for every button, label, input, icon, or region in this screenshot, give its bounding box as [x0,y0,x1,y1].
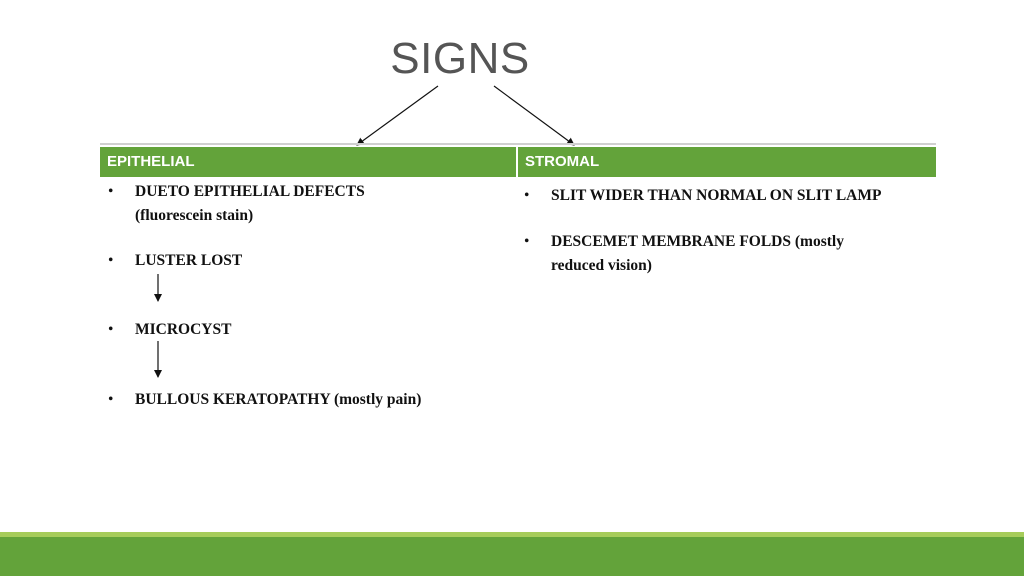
list-item: • LUSTER LOST [108,249,242,273]
arrow-to-stromal [493,85,575,146]
bullet-icon: • [108,183,114,200]
list-item-text: LUSTER LOST [135,252,243,269]
list-item: • MICROCYST [108,318,231,342]
footer-accent-line [0,532,1024,537]
list-item-text: SLIT WIDER THAN NORMAL ON SLIT LAMP [551,187,882,204]
bullet-icon: • [524,187,530,204]
header-epithelial: EPITHELIAL [100,147,516,177]
bullet-icon: • [108,391,114,408]
list-item: • DESCEMET MEMBRANE FOLDS (mostly reduce… [524,230,844,278]
table-header-row: EPITHELIAL STROMAL [100,147,936,177]
bullet-icon: • [108,252,114,269]
arrow-to-epithelial [356,85,439,146]
list-item: • DUETO EPITHELIAL DEFECTS (fluorescein … [108,180,365,228]
list-item: • BULLOUS KERATOPATHY (mostly pain) [108,388,421,412]
list-item-text: BULLOUS KERATOPATHY (mostly pain) [135,391,422,408]
footer-bar [0,537,1024,576]
header-divider [516,147,518,177]
list-item-text: DESCEMET MEMBRANE FOLDS (mostly reduced … [551,233,844,274]
table-top-border [100,143,936,145]
list-item-text: DUETO EPITHELIAL DEFECTS (fluorescein st… [135,183,365,224]
header-stromal: STROMAL [518,147,936,177]
list-item: • SLIT WIDER THAN NORMAL ON SLIT LAMP [524,184,881,208]
list-item-text: MICROCYST [135,321,232,338]
bullet-icon: • [524,233,530,250]
slide-title: SIGNS [390,34,530,83]
bullet-icon: • [108,321,114,338]
